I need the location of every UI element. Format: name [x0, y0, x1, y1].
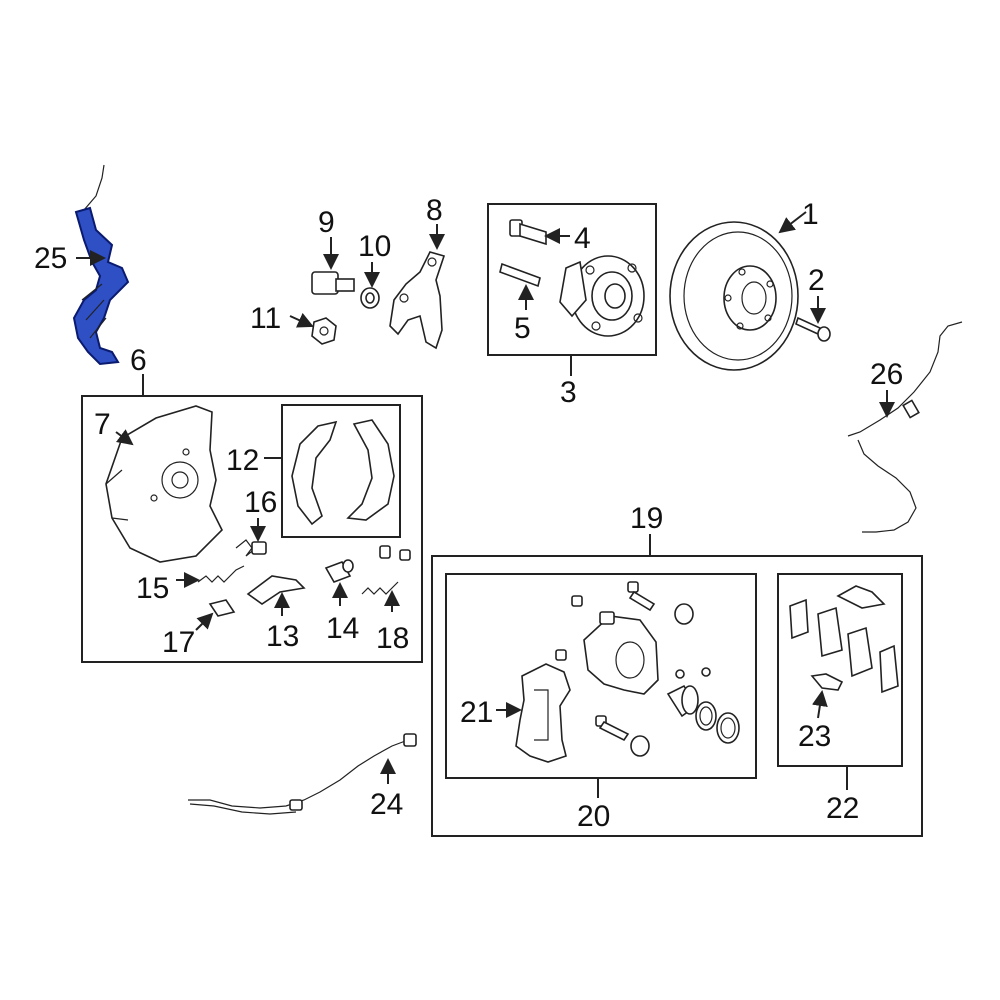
group-box-3 — [487, 203, 657, 356]
part-9-bolt[interactable] — [311, 271, 355, 295]
callout-18: 18 — [376, 622, 409, 655]
part-piston-and-seals[interactable] — [666, 684, 740, 744]
part-25-wheel-speed-sensor[interactable] — [72, 164, 130, 366]
callout-24: 24 — [370, 788, 403, 821]
part-boots-and-seals[interactable] — [630, 603, 711, 757]
callout-11: 11 — [250, 302, 281, 335]
callout-8: 8 — [426, 194, 443, 227]
group-box-22 — [777, 573, 903, 767]
callout-15: 15 — [136, 572, 169, 605]
part-23-pad-shim[interactable] — [810, 673, 844, 691]
callout-4: 4 — [574, 222, 591, 255]
callout-23: 23 — [798, 720, 831, 753]
callout-5: 5 — [514, 312, 531, 345]
group-box-20 — [445, 573, 757, 779]
part-guide-pins[interactable] — [555, 581, 656, 742]
part-10-washer[interactable] — [360, 287, 380, 309]
callout-19: 19 — [630, 502, 663, 535]
callout-13: 13 — [266, 620, 299, 653]
callout-14: 14 — [326, 612, 359, 645]
part-16-spring-clip[interactable] — [235, 539, 267, 557]
part-brake-pads[interactable] — [789, 585, 899, 694]
callout-3: 3 — [560, 376, 577, 409]
callout-1: 1 — [802, 198, 819, 231]
part-7-backing-plate[interactable] — [105, 405, 223, 563]
part-18-spring[interactable] — [361, 545, 411, 595]
callout-6: 6 — [130, 344, 147, 377]
callout-21: 21 — [460, 696, 493, 729]
callout-12: 12 — [226, 444, 259, 477]
part-2-screw[interactable] — [795, 316, 831, 342]
part-17-pad[interactable] — [208, 599, 236, 617]
group-box-6 — [81, 395, 423, 663]
part-24-parking-brake-cable[interactable] — [188, 733, 417, 815]
part-8-bracket[interactable] — [389, 251, 446, 350]
part-21-caliper-bracket[interactable] — [515, 663, 571, 763]
part-11-nut[interactable] — [311, 317, 337, 345]
callout-2: 2 — [808, 264, 825, 297]
callout-25: 25 — [34, 242, 67, 275]
callout-20: 20 — [577, 800, 610, 833]
part-26-parking-brake-cable[interactable] — [847, 321, 963, 533]
callout-9: 9 — [318, 206, 335, 239]
part-3-hub-bearing[interactable] — [559, 255, 645, 337]
group-box-12 — [281, 404, 401, 538]
part-caliper-body[interactable] — [583, 611, 659, 695]
callout-16: 16 — [244, 486, 277, 519]
part-12-brake-shoes[interactable] — [291, 419, 395, 526]
part-15-spring[interactable] — [197, 565, 245, 583]
part-13-lever[interactable] — [246, 575, 306, 605]
callout-26: 26 — [870, 358, 903, 391]
callout-7: 7 — [94, 408, 111, 441]
part-4-wheel-stud[interactable] — [509, 219, 547, 246]
callout-10: 10 — [358, 230, 391, 263]
part-14-adjuster[interactable] — [324, 559, 354, 583]
group-box-19 — [431, 555, 923, 837]
part-5-pin[interactable] — [499, 262, 541, 288]
callout-22: 22 — [826, 792, 859, 825]
part-1-brake-rotor[interactable] — [669, 221, 799, 371]
callout-17: 17 — [162, 626, 195, 659]
